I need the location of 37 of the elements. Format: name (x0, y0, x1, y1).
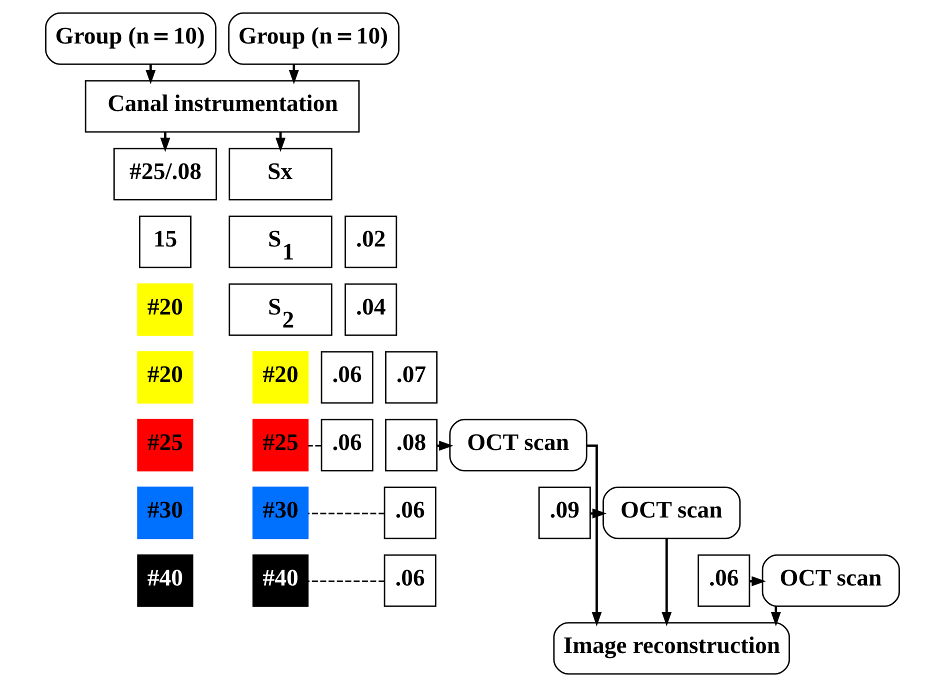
node-box: Group (n＝10) (44, 12, 216, 65)
connector (308, 580, 384, 582)
connector (308, 512, 384, 514)
node-box: .06 (320, 418, 373, 472)
node-box: OCT scan (448, 418, 587, 472)
node-box: #25/.08 (112, 148, 217, 200)
node-box: OCT scan (761, 554, 900, 607)
arrow (661, 538, 672, 626)
node-box: .06 (320, 351, 373, 404)
node-box: .09 (538, 486, 590, 540)
node-box: Group (n＝10) (228, 12, 400, 65)
node-box: Canal instrumentation (84, 80, 360, 133)
node-box: #25 (252, 418, 308, 472)
arrow (145, 64, 156, 84)
node-box: OCT scan (602, 486, 740, 540)
node-box: Image reconstruction (552, 622, 790, 675)
node-box: #20 (136, 283, 193, 336)
connector (308, 445, 321, 446)
arrow (288, 64, 298, 84)
node-box: .07 (384, 351, 438, 404)
node-box: .02 (344, 216, 397, 268)
node-box: #20 (136, 351, 193, 404)
arrow (586, 444, 602, 626)
node-box: #30 (252, 486, 308, 540)
node-box: .08 (384, 418, 438, 472)
node-box: 15 (138, 216, 191, 268)
node-box: .06 (697, 554, 750, 607)
arrow (160, 132, 170, 152)
node-box: .06 (383, 554, 436, 607)
node-box: #40 (136, 554, 193, 607)
node-box: #30 (136, 486, 193, 540)
node-box: #40 (252, 554, 308, 607)
node-box: #25 (136, 418, 193, 472)
node-box: .04 (344, 283, 397, 336)
node-box: #20 (252, 351, 308, 404)
node-box: .06 (383, 486, 436, 540)
node-box: Sx (228, 148, 332, 200)
